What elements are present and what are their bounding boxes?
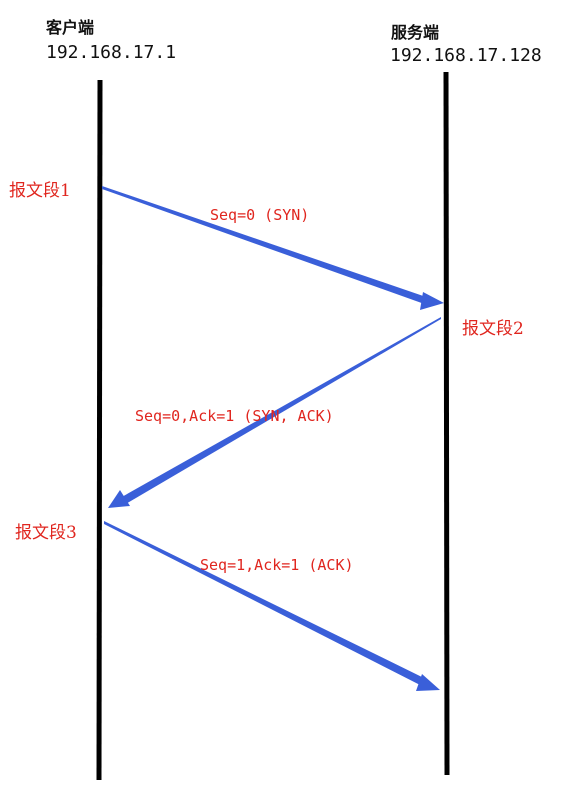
segment-1-label: 报文段1 [9,181,71,201]
server-ip: 192.168.17.128 [390,45,542,66]
message-2-arrow [120,317,441,505]
message-1-label: Seq=0 (SYN) [210,206,310,224]
message-1-arrowhead [420,292,444,310]
message-2-label: Seq=0,Ack=1 (SYN, ACK) [135,407,334,425]
server-lifeline [443,71,450,776]
message-2-arrowhead [108,490,130,508]
message-3-arrowhead [416,674,440,691]
message-1-arrow [102,186,432,306]
segment-2-label: 报文段2 [462,319,524,339]
segment-3-label: 报文段3 [15,523,77,543]
client-lifeline [96,79,103,781]
client-title: 客户端 [46,18,95,37]
message-3-arrow [104,521,428,687]
server-title: 服务端 [391,23,440,42]
client-ip: 192.168.17.1 [46,42,177,63]
message-3-label: Seq=1,Ack=1 (ACK) [200,556,354,574]
